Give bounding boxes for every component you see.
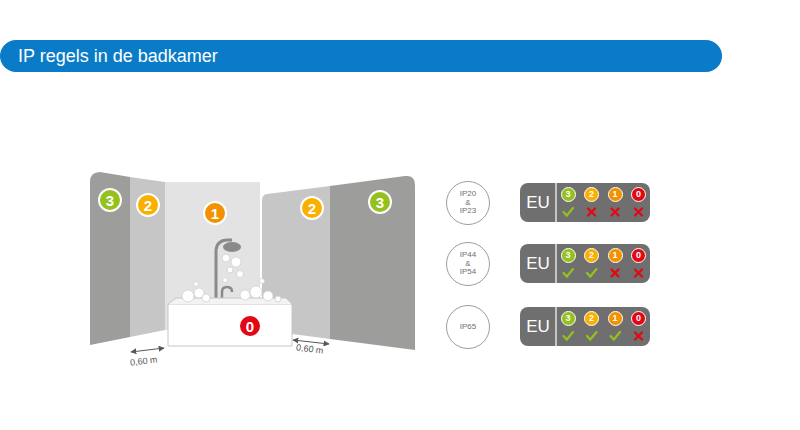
check-mark [564,208,574,216]
zone-badge: 2 [584,187,599,202]
shower-head [223,242,241,252]
dimension-label: 0,60 m [295,342,324,355]
cross-mark [635,270,642,277]
zone-badge: 2 [584,311,599,326]
cross-mark [635,333,642,340]
ip-code: IP65 [457,323,479,331]
check-mark [611,332,621,340]
zone-number: 0 [636,251,641,260]
eu-zone-box: EU 3 2 1 0 [520,307,650,346]
zone-number: 2 [308,201,316,216]
zone-number: 0 [246,319,254,334]
ip-rating-circle: IP65 [446,305,490,349]
divider [555,183,556,222]
zone-badge: 1 [608,311,623,326]
zone-number: 3 [565,251,570,260]
zone-2-wall [130,177,165,337]
title-bar: IP regels in de badkamer [0,40,722,72]
divider [555,307,556,346]
water-drops [222,254,244,283]
zone-number: 3 [565,314,570,323]
zone-number: 0 [636,190,641,199]
zone-number: 3 [368,190,392,214]
bathtub [168,304,292,346]
divider [555,244,556,283]
zone-number: 2 [589,314,594,323]
region-label: EU [520,244,556,283]
eu-zone-box: EU 3 2 1 0 [520,183,650,222]
cross-mark [612,270,619,277]
zone-number: 1 [612,314,617,323]
zone-number: 3 [376,195,384,210]
cross-mark [635,209,642,216]
region-label: EU [520,307,556,346]
zone-number: 2 [589,190,594,199]
cross-mark [612,209,619,216]
zone-3-wall [330,176,415,350]
ip-rating-circle: IP44 & IP54 [446,242,490,286]
zone-number: 1 [203,201,227,225]
zone-number: 3 [98,188,122,212]
cross-mark [588,209,595,216]
zone-badge: 0 [631,311,646,326]
ip-code: IP44 & IP54 [457,251,479,276]
check-mark [587,332,597,340]
region-label: EU [520,183,556,222]
zone-number: 2 [144,198,152,213]
zone-number: 2 [300,196,324,220]
check-mark [587,269,597,277]
zone-badge: 2 [584,248,599,263]
zone-badge: 3 [561,311,576,326]
zone-badge: 3 [561,187,576,202]
dimension-line [131,348,164,352]
check-mark [564,269,574,277]
zone-number: 3 [106,193,114,208]
zone-number: 2 [136,193,160,217]
zone-number: 1 [612,190,617,199]
dimension-label: 0,60 m [129,354,158,367]
zone-number: 1 [612,251,617,260]
zone-number: 3 [565,190,570,199]
zone-badge: 0 [631,187,646,202]
title: IP regels in de badkamer [18,46,218,67]
zone-badge: 1 [608,187,623,202]
eu-zone-box: EU 3 2 1 0 [520,244,650,283]
zone-number: 1 [211,206,219,221]
zone-3-wall [90,172,130,345]
ip-rating-circle: IP20 & IP23 [446,181,490,225]
zone-badge: 1 [608,248,623,263]
ip-code: IP20 & IP23 [457,190,479,215]
foam [182,279,281,303]
check-mark [564,332,574,340]
zone-badge: 0 [631,248,646,263]
zone-number: 0 [636,314,641,323]
zone-badge: 3 [561,248,576,263]
zone-number: 2 [589,251,594,260]
zone-number: 0 [238,314,262,338]
